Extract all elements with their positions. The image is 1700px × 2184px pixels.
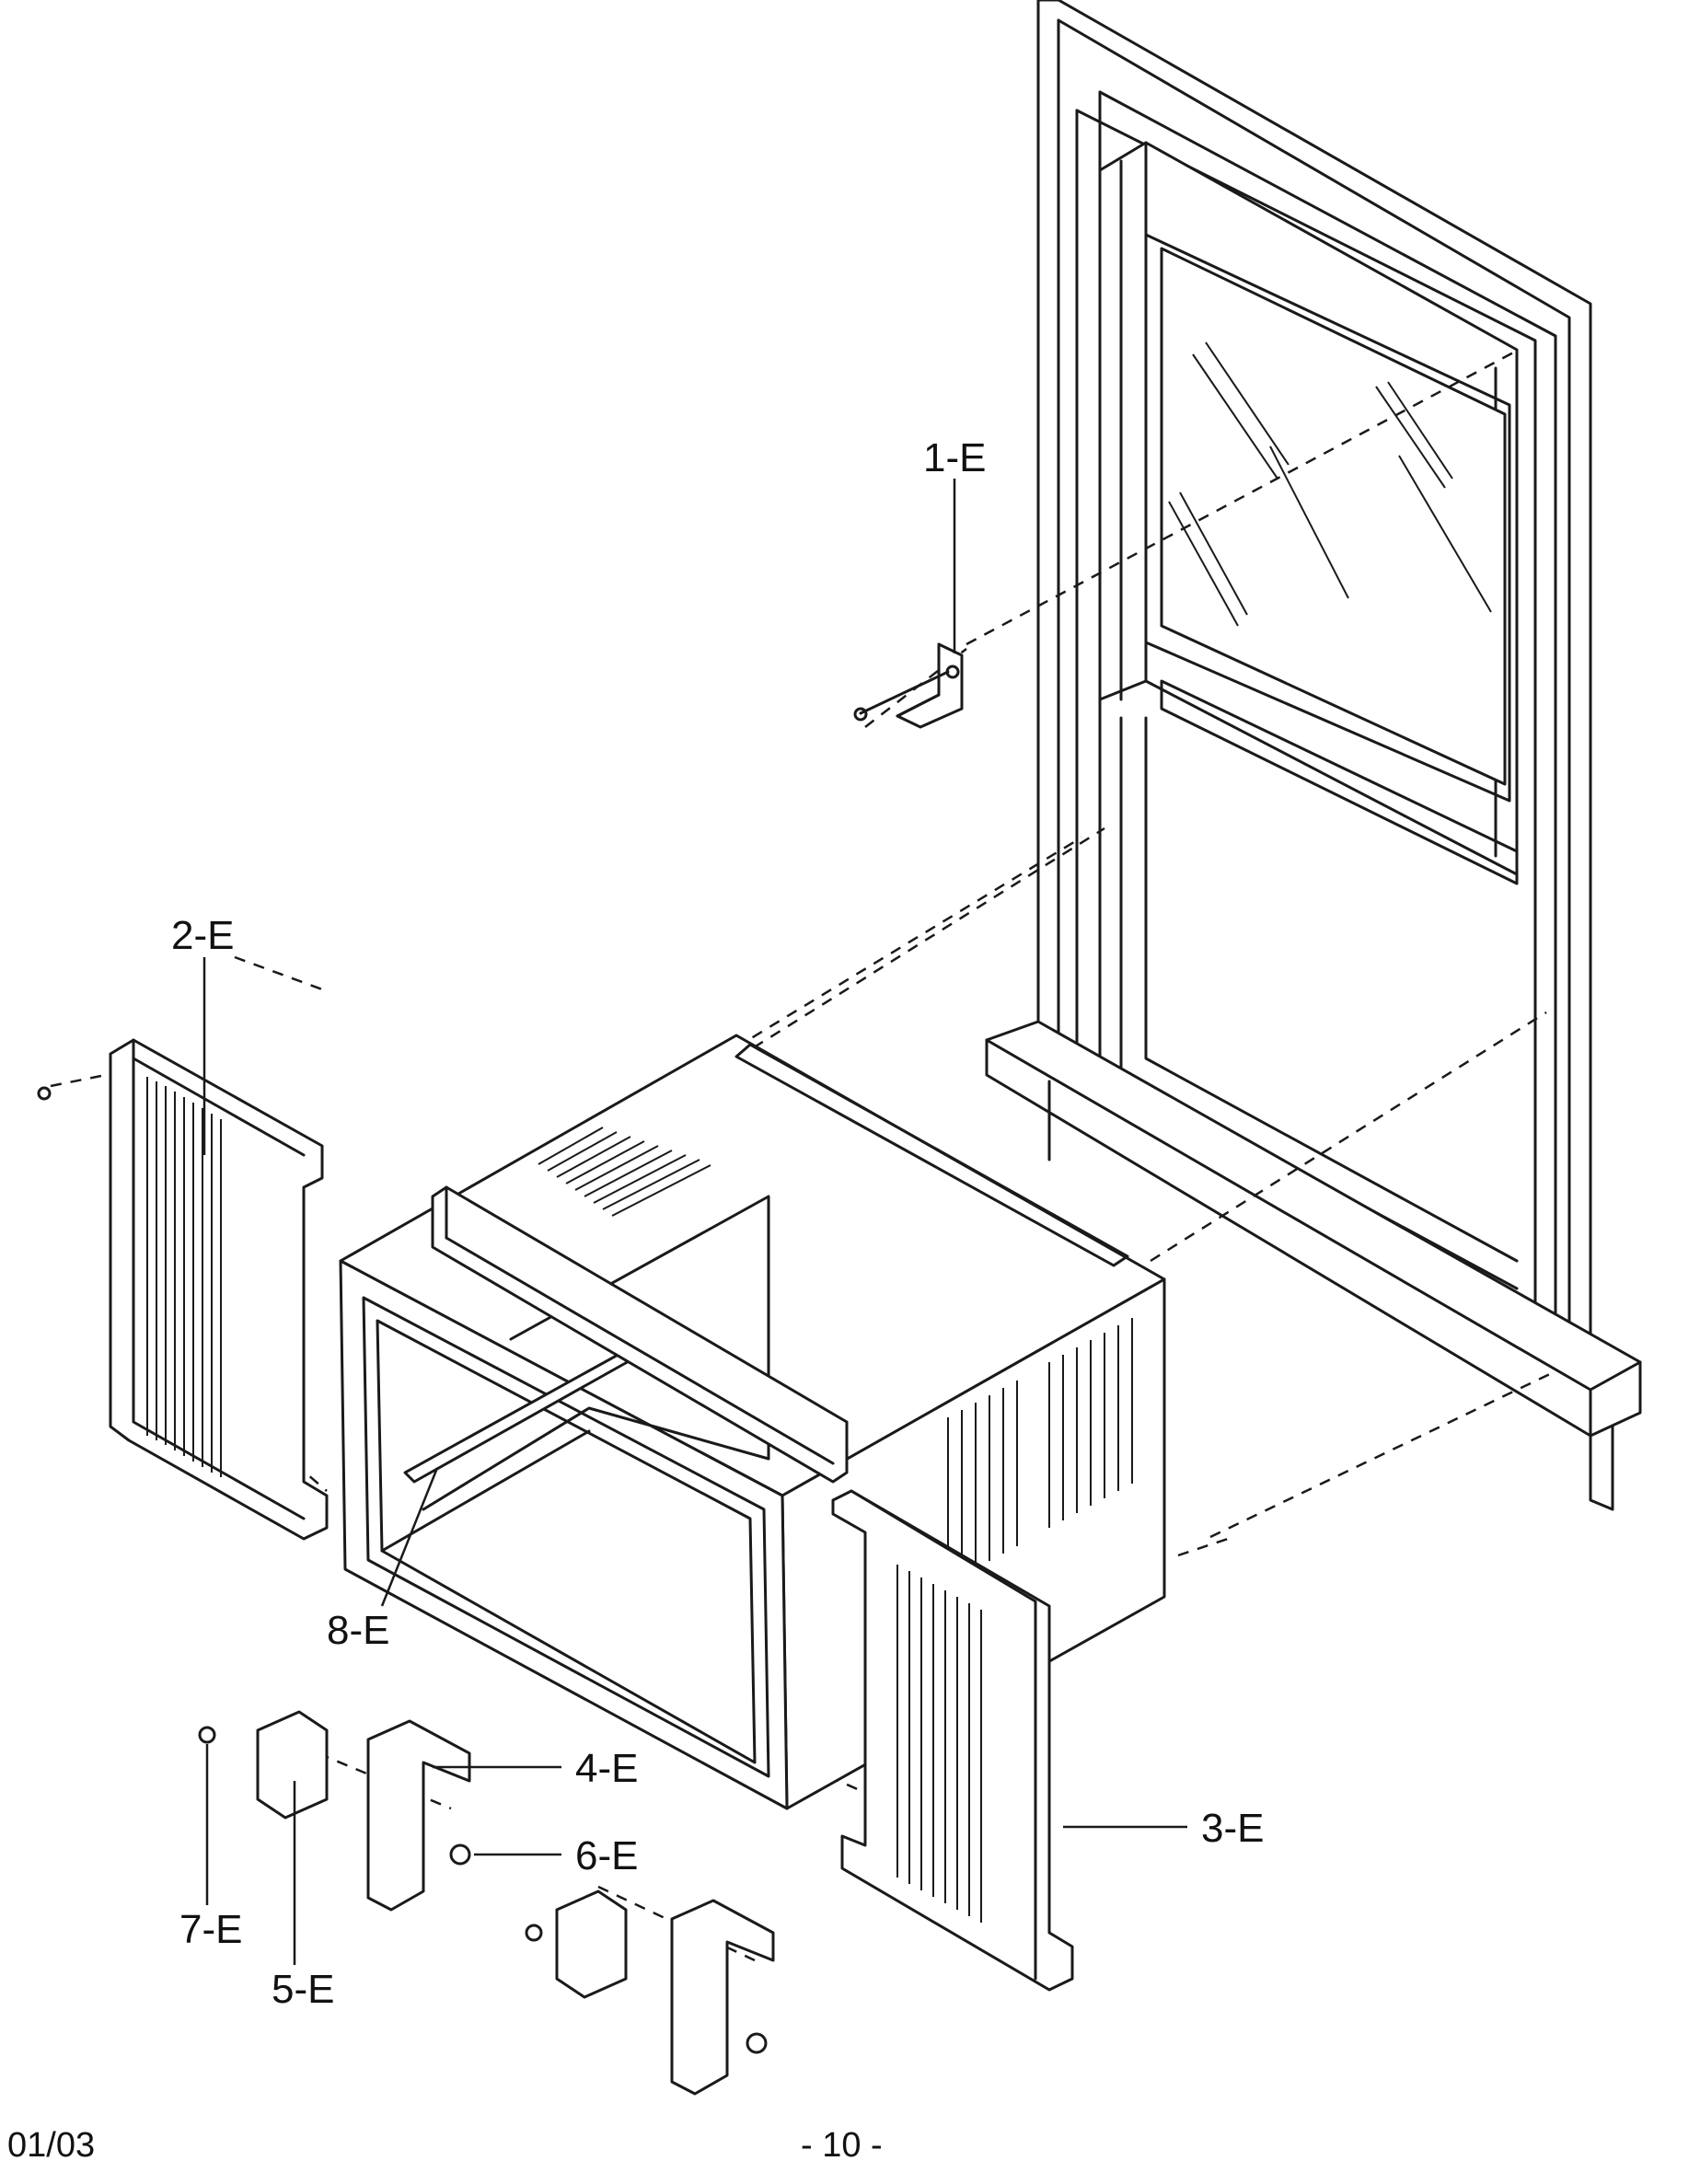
footer-page-number: - 10 - [801, 2126, 883, 2165]
footer-date: 01/03 [7, 2126, 96, 2165]
callout-8e: 8-E [327, 1608, 390, 1653]
sill-bracket-part [853, 642, 964, 729]
window-frame [985, 0, 1642, 1511]
leader-lines [202, 479, 1187, 1965]
right-curtain-part [831, 1489, 1074, 1992]
callout-6e: 6-E [575, 1833, 639, 1878]
support-brackets [198, 1710, 775, 2096]
top-louvers [538, 1127, 711, 1217]
callout-4e: 4-E [575, 1746, 639, 1791]
left-curtain-part [37, 1038, 329, 1541]
callout-1e: 1-E [923, 435, 987, 480]
callout-2e: 2-E [171, 913, 235, 958]
callout-7e: 7-E [179, 1907, 243, 1952]
side-louvers [947, 1318, 1133, 1583]
callout-5e: 5-E [272, 1967, 335, 2012]
callout-3e: 3-E [1201, 1806, 1265, 1851]
